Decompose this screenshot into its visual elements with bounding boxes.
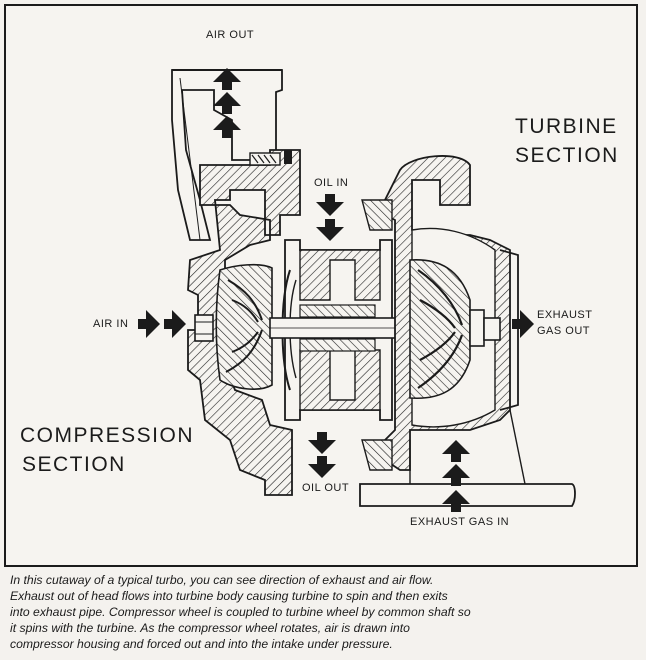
- caption-line: into exhaust pipe. Compressor wheel is c…: [10, 605, 471, 619]
- compression-section-label-line2: SECTION: [22, 453, 126, 476]
- oil-in-label: OIL IN: [314, 177, 349, 189]
- caption-line: In this cutaway of a typical turbo, you …: [10, 573, 434, 587]
- air-in-arrows: [138, 310, 186, 338]
- air-out-arrows: [213, 68, 241, 138]
- oil-out-arrows: [308, 432, 336, 478]
- figure-caption: In this cutaway of a typical turbo, you …: [10, 572, 640, 652]
- compression-section-label-line1: COMPRESSION: [20, 424, 195, 447]
- compressor-housing: [187, 149, 301, 496]
- caption-line: it spins with the turbine. As the compre…: [10, 621, 410, 635]
- turbo-cutaway-diagram: [138, 68, 576, 512]
- exhaust-gas-out-arrow: [512, 310, 534, 338]
- common-shaft: [269, 304, 411, 352]
- turbine-section-label-line2: SECTION: [515, 144, 619, 167]
- oil-in-arrows: [316, 194, 344, 241]
- compressor-wheel: [194, 263, 273, 390]
- exhaust-gas-in-label: EXHAUST GAS IN: [410, 516, 510, 528]
- turbine-wheel: [409, 259, 501, 400]
- caption-line: compressor housing and forced out and in…: [10, 637, 393, 651]
- oil-out-label: OIL OUT: [302, 482, 350, 494]
- caption-line: Exhaust out of head flows into turbine b…: [10, 589, 448, 603]
- air-in-label: AIR IN: [93, 318, 129, 330]
- exhaust-inlet-flange: [359, 409, 576, 507]
- exhaust-outlet-flange: [499, 249, 519, 411]
- air-out-label: AIR OUT: [206, 29, 255, 41]
- exhaust-gas-out-label-line1: EXHAUST: [537, 309, 593, 321]
- exhaust-gas-in-arrows: [442, 440, 470, 512]
- turbine-section-label-line1: TURBINE: [515, 115, 618, 138]
- exhaust-gas-out-label-line2: GAS OUT: [537, 325, 591, 337]
